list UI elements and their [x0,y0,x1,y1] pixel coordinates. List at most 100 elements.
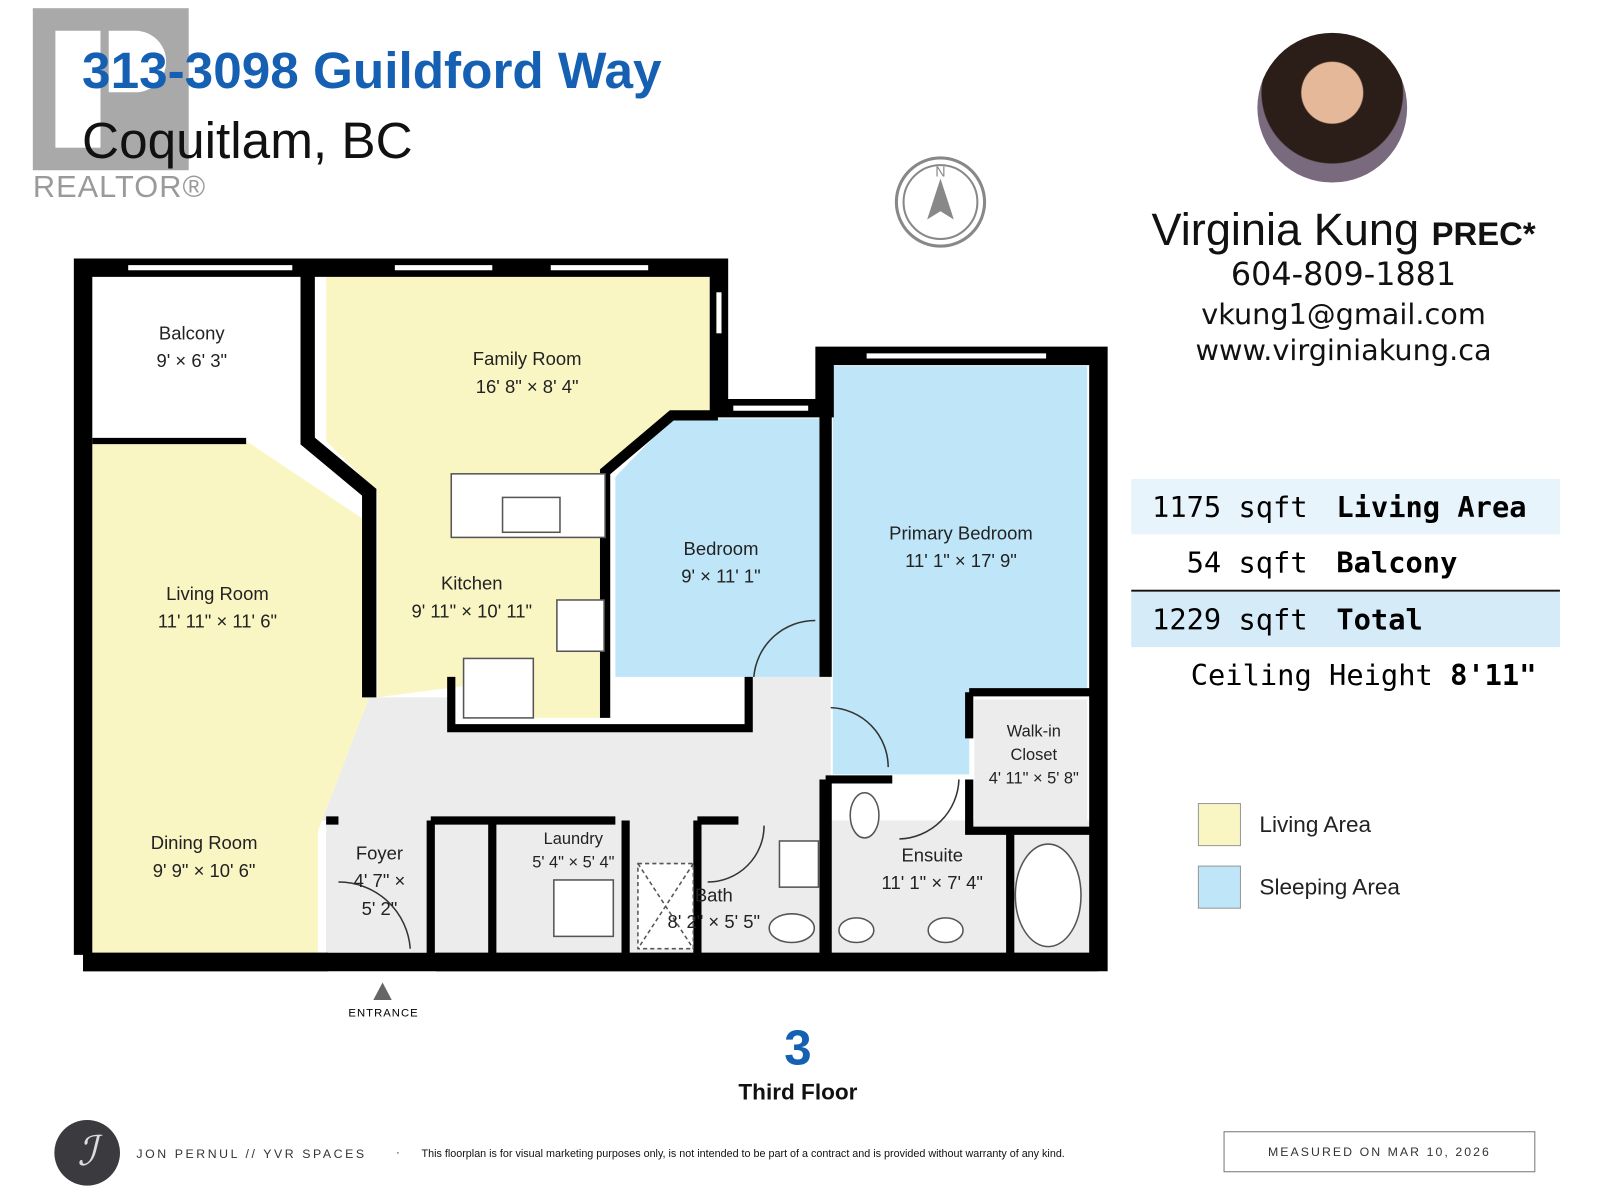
area-row-living: 1175 sqft Living Area [1131,478,1560,535]
room-name: Walk-in [1006,723,1061,741]
shower-icon [637,862,695,950]
room-name: Ensuite [901,845,964,866]
hall-floor [317,676,831,831]
area-row-total: 1229 sqft Total [1131,591,1560,648]
area-label: Total [1336,602,1423,637]
property-city: Coquitlam, BC [82,111,413,170]
area-row-balcony: 54 sqft Balcony [1131,534,1560,589]
agent-phone[interactable]: 604-809-1881 [1230,256,1457,294]
floor-plan [73,258,1108,1000]
area-label: Living Area [1336,489,1527,524]
fridge-icon [462,657,535,719]
room-name: Balcony [158,323,225,344]
walls [73,258,1108,972]
legend-label: Living Area [1259,811,1372,837]
room-name: Primary Bedroom [889,523,1033,544]
room-family: Family Room 16' 8" × 8' 4" [473,346,582,401]
legend-swatch [1197,803,1241,847]
yvr-spaces-logo: ℐ [54,1119,120,1186]
room-name: Living Room [166,583,269,605]
room-dim: 11' 11" × 11' 6" [157,611,278,632]
room-dim: 8' 2" × 5' 5" [667,911,761,933]
living-dining-fill [92,441,370,954]
ceiling-label: Ceiling Height [1190,657,1433,692]
bedroom-fill [615,418,821,677]
agent-website[interactable]: www.virginiakung.ca [1195,333,1492,368]
ceiling-value: 8'11" [1450,657,1537,692]
fixtures [450,473,1082,950]
legend-living: Living Area [1197,803,1372,847]
stove-icon [556,599,605,653]
room-dim: 9' 11" × 10' 11" [411,601,533,622]
area-value: 1229 sqft [1152,602,1308,637]
agent-designation: PREC* [1431,215,1536,253]
walkin-fill [974,699,1088,831]
property-address: 313-3098 Guildford Way [82,42,662,100]
area-summary: 1175 sqft Living Area 54 sqft Balcony 1229… [1131,478,1560,703]
room-name: Closet [1010,746,1058,765]
agent-email[interactable]: vkung1@gmail.com [1201,297,1486,332]
agent-name: Virginia Kung PREC* [1128,205,1559,256]
toilet-icon [768,913,816,944]
room-fills [92,276,1091,954]
room-dim: 5' 4" × 5' 4" [532,854,615,872]
room-name: Bedroom [683,538,759,559]
room-name: Dining Room [150,832,258,854]
room-dim: 16' 8" × 8' 4" [475,376,579,397]
footer-disclaimer: This floorplan is for visual marketing p… [421,1147,1065,1160]
doors [338,619,960,949]
area-label: Balcony [1336,545,1458,579]
area-value: 54 sqft [1186,545,1308,579]
agent-photo [1257,32,1408,183]
room-laundry: Laundry 5' 4" × 5' 4" [532,828,614,875]
windows [128,265,1047,411]
ceiling-height: Ceiling Height 8'11" [1131,647,1560,702]
room-bath: Bath 8' 2" × 5' 5" [668,882,761,935]
area-value: 1175 sqft [1152,489,1308,524]
room-dining: Dining Room 9' 9" × 10' 6" [151,830,258,885]
legend-sleeping: Sleeping Area [1197,865,1400,909]
sink-icon [501,496,561,534]
room-name: Foyer [355,843,404,864]
realtor-logo [32,8,189,171]
floor-name: Third Floor [738,1078,858,1105]
compass-label: N [935,164,945,180]
legend-swatch [1197,865,1241,909]
room-name: Family Room [472,348,582,370]
agent-name-text: Virginia Kung [1151,205,1420,256]
room-dim: 11' 1" × 17' 9" [905,550,1017,572]
room-dim: 11' 1" × 7' 4" [881,872,983,894]
room-dim: 4' 7" × [353,870,406,892]
realtor-logo-text: REALTOR® [32,170,207,205]
floor-number: 3 [784,1021,812,1076]
room-name: Bath [694,885,733,906]
measured-date-box: MEASURED ON MAR 10, 2026 [1223,1131,1536,1173]
compass-north-icon: N [894,156,987,248]
legend-label: Sleeping Area [1259,873,1400,900]
room-name: Kitchen [440,573,503,594]
ensuite-sink-icon [838,917,875,944]
primary-bedroom-fill [832,366,1088,775]
room-dim: 9' 9" × 10' 6" [152,860,256,881]
room-dim: 5' 2" [361,898,398,919]
entrance-label: ENTRANCE [348,1007,419,1020]
washer-icon [553,879,615,938]
ensuite-toilet-icon [849,792,880,839]
footer-separator: · [395,1144,400,1159]
room-primary-bedroom: Primary Bedroom 11' 1" × 17' 9" [889,520,1033,575]
room-kitchen: Kitchen 9' 11" × 10' 11" [411,570,532,625]
room-ensuite: Ensuite 11' 1" × 7' 4" [882,842,983,897]
room-bedroom: Bedroom 9' × 11' 1" [681,535,760,590]
footer-credit: JON PERNUL // YVR SPACES [136,1146,367,1161]
room-name: Laundry [543,830,603,849]
room-foyer: Foyer 4' 7" × 5' 2" [354,840,406,923]
room-dim: 4' 11" × 5' 8" [988,770,1079,788]
area-divider [1131,589,1560,592]
vanity-sink-icon [778,840,820,888]
room-dim: 9' × 11' 1" [681,566,761,587]
entrance-arrow-icon [373,982,392,1000]
room-living: Living Room 11' 11" × 11' 6" [158,580,277,635]
